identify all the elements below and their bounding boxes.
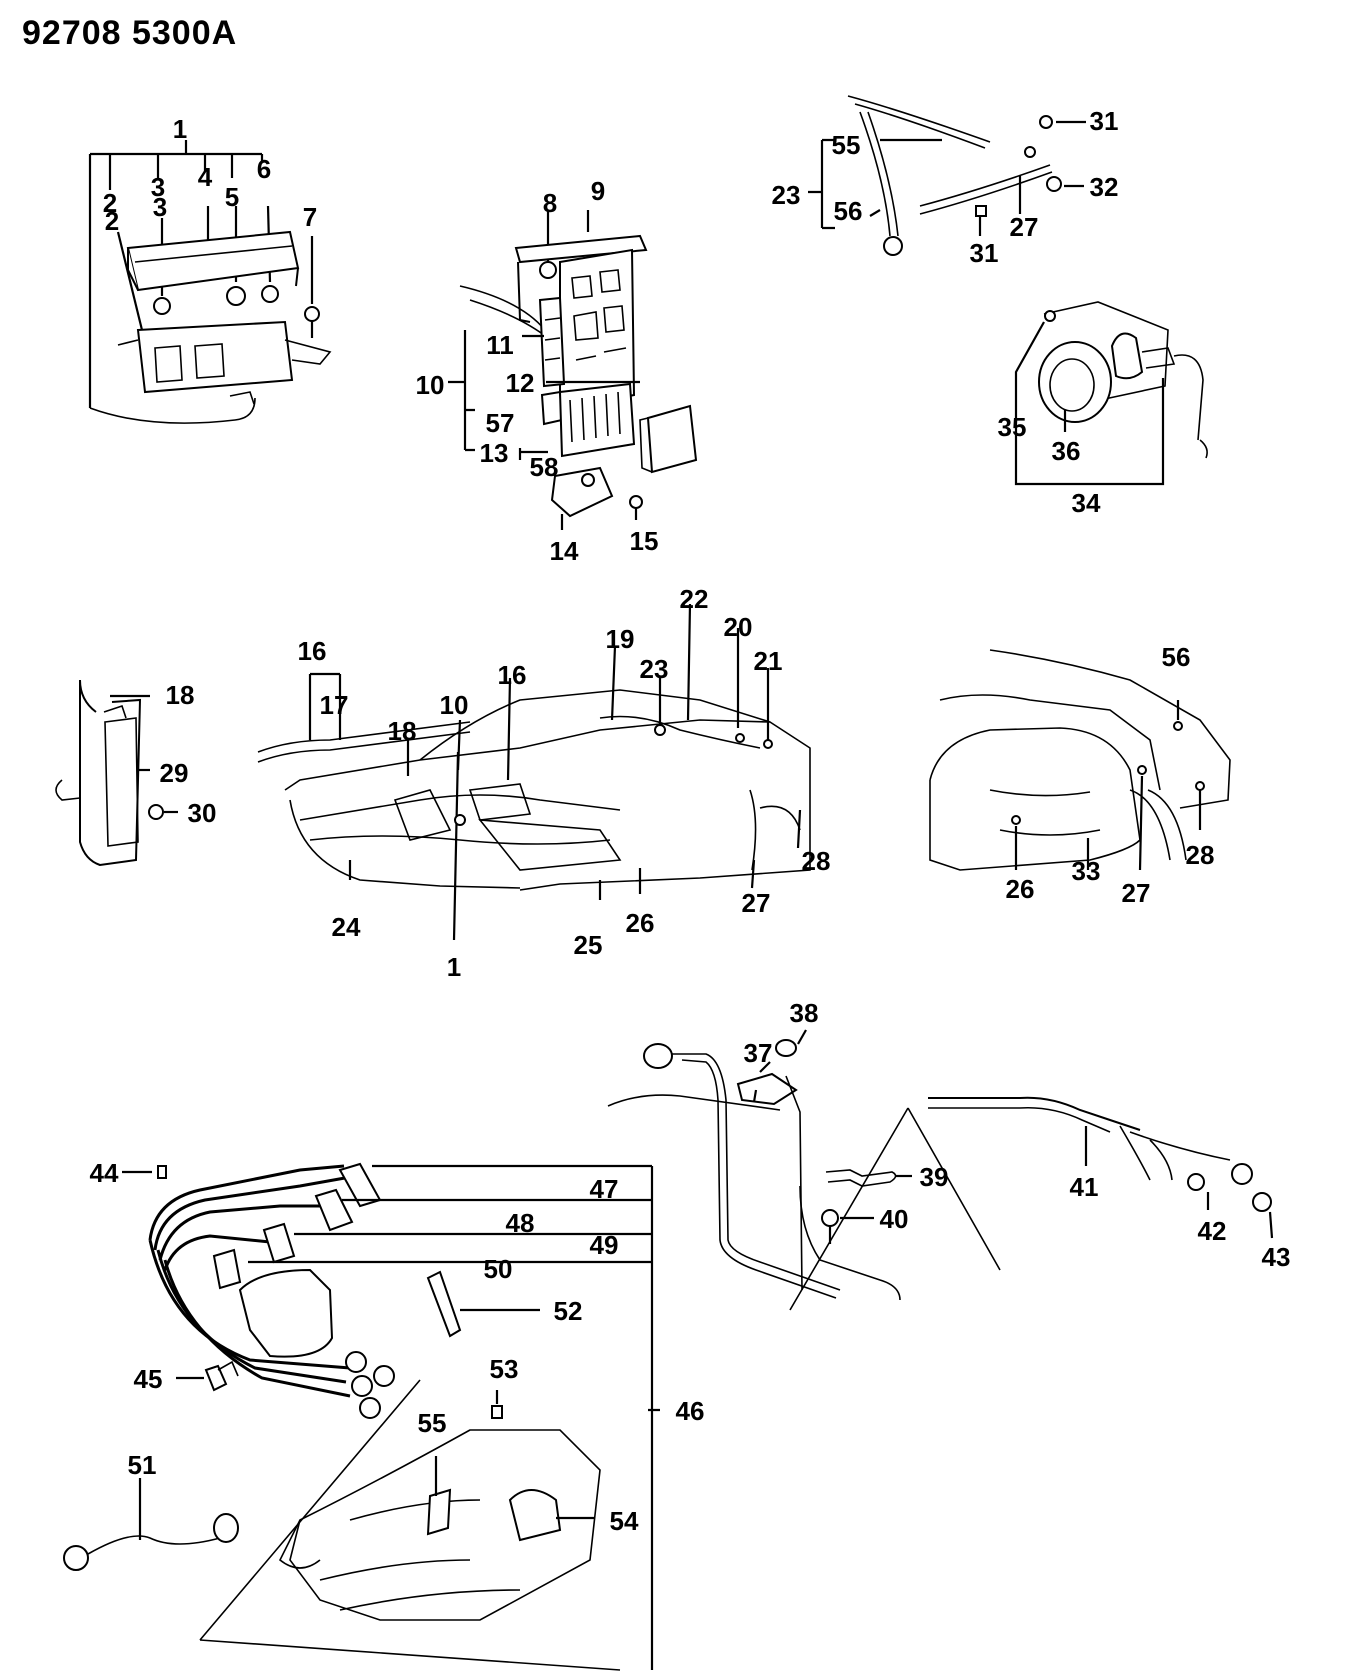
callout-10-top: 10 [416, 370, 445, 400]
callout-12: 12 [506, 368, 535, 398]
callout-1-bay: 1 [447, 952, 461, 982]
callout-10-bay: 10 [440, 690, 469, 720]
callout-23-top: 23 [772, 180, 801, 210]
callout-18-bracket: 18 [166, 680, 195, 710]
callout-51: 51 [128, 1450, 157, 1480]
callout-34: 34 [1072, 488, 1101, 518]
callout-9: 9 [591, 176, 605, 206]
callout-26-bay: 26 [626, 908, 655, 938]
callout-5: 5 [225, 182, 239, 212]
callout-38: 38 [790, 998, 819, 1028]
callout-15: 15 [630, 526, 659, 556]
rear-body-overview [929, 649, 1231, 871]
callout-53: 53 [490, 1354, 519, 1384]
callout-37: 37 [744, 1038, 773, 1068]
callout-43: 43 [1262, 1242, 1291, 1272]
lamp-assembly [1014, 301, 1208, 486]
callout-57: 57 [486, 408, 515, 438]
callout-31-lower: 31 [970, 238, 999, 268]
callout-23-bay: 23 [640, 654, 669, 684]
callout-49: 49 [590, 1230, 619, 1260]
callout-11: 11 [486, 330, 514, 360]
callout-30: 30 [188, 798, 217, 828]
callout-21: 21 [754, 646, 783, 676]
relay-block-assembly [448, 210, 698, 530]
callout-2-top: 2 [103, 188, 117, 218]
callout-7: 7 [303, 202, 317, 232]
callout-27-bay: 27 [742, 888, 771, 918]
callout-1-top: 1 [173, 114, 187, 144]
callout-31-top: 31 [1090, 106, 1119, 136]
callout-13: 13 [480, 438, 509, 468]
callout-41: 41 [1070, 1172, 1099, 1202]
callout-22: 22 [680, 584, 709, 614]
callout-17: 17 [320, 690, 349, 720]
callout-32: 32 [1090, 172, 1119, 202]
callout-47: 47 [590, 1174, 619, 1204]
callout-29: 29 [160, 758, 189, 788]
washer-hose-assembly [808, 95, 1086, 256]
callout-45: 45 [134, 1364, 163, 1394]
callout-56-rear: 56 [1162, 642, 1191, 672]
callout-6: 6 [257, 154, 271, 184]
callout-36: 36 [1052, 436, 1081, 466]
callout-46: 46 [676, 1396, 705, 1426]
callout-58: 58 [530, 452, 559, 482]
callout-28-rear: 28 [1186, 840, 1215, 870]
callout-48: 48 [506, 1208, 535, 1238]
callout-56-top: 56 [834, 196, 863, 226]
callout-27-top: 27 [1010, 212, 1039, 242]
callout-50: 50 [484, 1254, 513, 1284]
callout-44: 44 [90, 1158, 119, 1188]
ignition-assembly [63, 1162, 660, 1671]
engine-bay-overview [257, 603, 811, 941]
battery-cable-assembly [607, 1029, 1274, 1311]
callout-3-lower: 3 [153, 192, 167, 222]
callout-26-rear: 26 [1006, 874, 1035, 904]
callout-4: 4 [198, 162, 213, 192]
callout-39: 39 [920, 1162, 949, 1192]
callout-54: 54 [610, 1506, 639, 1536]
callout-16-left: 16 [298, 636, 327, 666]
callout-27-rear: 27 [1122, 878, 1151, 908]
callout-18-bay: 18 [388, 716, 417, 746]
callout-20: 20 [724, 612, 753, 642]
callout-35: 35 [998, 412, 1027, 442]
callout-33: 33 [1072, 856, 1101, 886]
drawing-code: 92708 5300A [22, 14, 238, 52]
callout-24: 24 [332, 912, 361, 942]
callout-2-lower: 2 [105, 206, 119, 236]
sensor-bracket [55, 679, 178, 867]
callout-28-bay: 28 [802, 846, 831, 876]
callout-labels: 1 2 3 4 5 6 2 3 7 8 9 11 10 12 57 13 58 … [90, 106, 1291, 1536]
callout-40: 40 [880, 1204, 909, 1234]
callout-55-top: 55 [832, 130, 861, 160]
callout-8: 8 [543, 188, 557, 218]
callout-25: 25 [574, 930, 603, 960]
callout-55-ignition: 55 [418, 1408, 447, 1438]
callout-3-top: 3 [151, 172, 165, 202]
callout-16-bay: 16 [498, 660, 527, 690]
junction-box-assembly [88, 140, 332, 424]
callout-19: 19 [606, 624, 635, 654]
callout-52: 52 [554, 1296, 583, 1326]
callout-14: 14 [550, 536, 579, 566]
callout-42: 42 [1198, 1216, 1227, 1246]
